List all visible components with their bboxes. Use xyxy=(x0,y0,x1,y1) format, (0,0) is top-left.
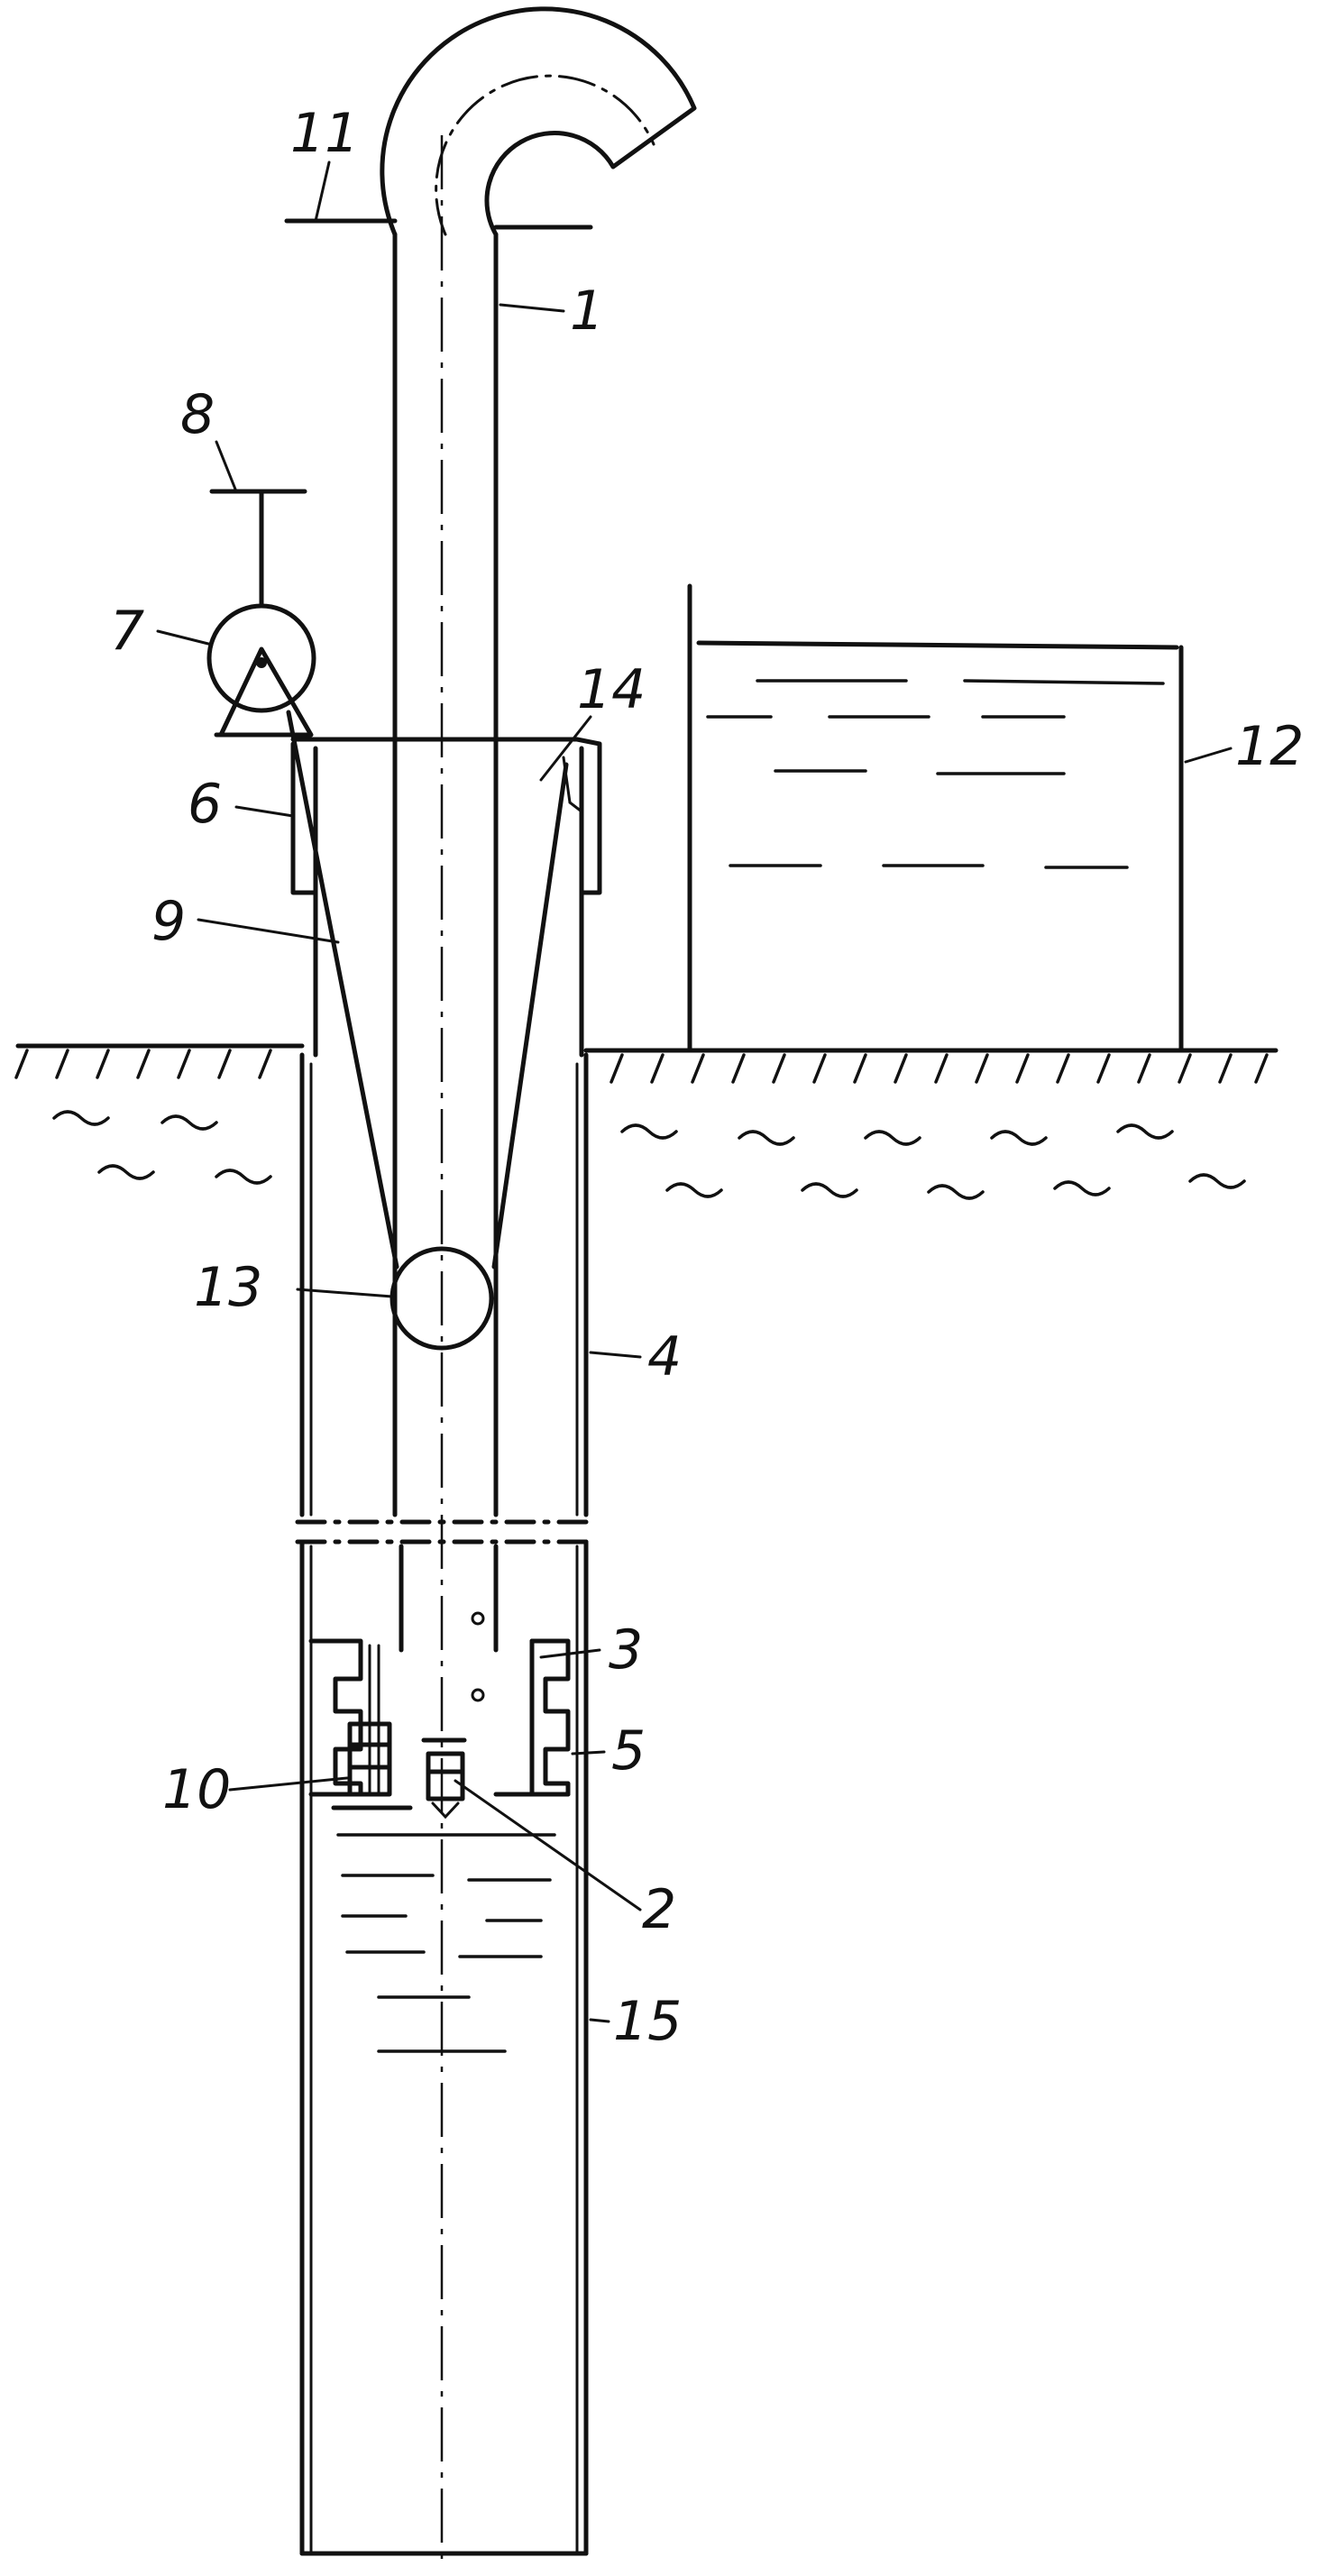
label-2: 2 xyxy=(642,1878,676,1941)
well-pipe xyxy=(299,1539,589,2556)
tank xyxy=(687,583,1184,1053)
label-8: 8 xyxy=(180,383,215,446)
label-10: 10 xyxy=(162,1758,231,1821)
label-1: 1 xyxy=(570,280,604,343)
ground xyxy=(14,1043,1279,1084)
well-water xyxy=(336,1833,556,2053)
label-7: 7 xyxy=(110,600,144,663)
valve xyxy=(421,1737,467,1820)
label-4: 4 xyxy=(647,1325,682,1389)
piston xyxy=(308,1638,571,1797)
outlet-bar xyxy=(284,160,593,230)
label-6: 6 xyxy=(188,773,222,836)
float xyxy=(390,1246,494,1351)
label-3: 3 xyxy=(609,1618,643,1682)
casing xyxy=(299,1052,589,1517)
pipe xyxy=(380,6,697,1517)
pulley xyxy=(206,603,316,738)
label-13: 13 xyxy=(194,1256,262,1319)
reference-labels: 11 1 8 7 14 12 6 9 13 4 3 5 10 2 15 xyxy=(110,102,1304,2053)
cable xyxy=(286,710,569,1270)
label-9: 9 xyxy=(151,890,186,953)
pipe-joint xyxy=(295,1519,593,1545)
inner-pipe xyxy=(399,1544,499,1702)
leader-lines xyxy=(156,303,1233,2023)
handle xyxy=(209,440,307,609)
label-12: 12 xyxy=(1235,715,1304,778)
label-14: 14 xyxy=(577,658,646,721)
label-11: 11 xyxy=(290,102,359,165)
collar xyxy=(290,737,602,1058)
label-15: 15 xyxy=(613,1990,682,2053)
label-5: 5 xyxy=(611,1719,646,1783)
groundwater xyxy=(52,1110,1246,1200)
spring-valve xyxy=(331,1644,413,1811)
